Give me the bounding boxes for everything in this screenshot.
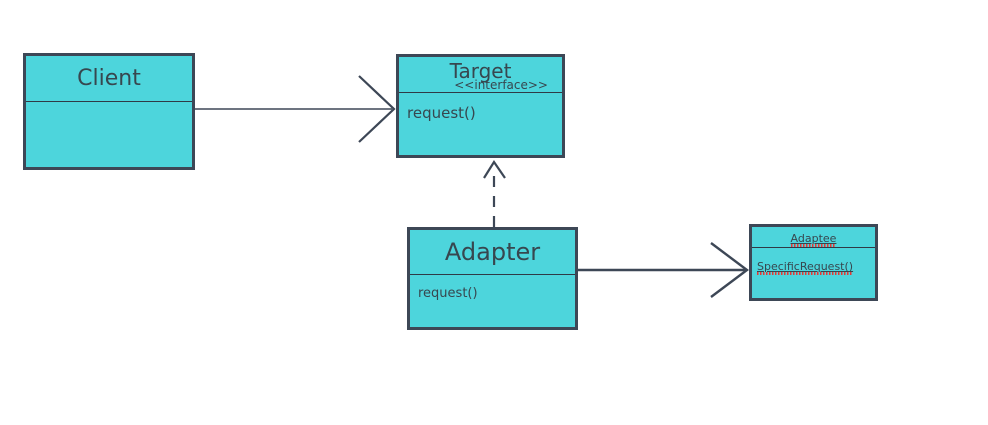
class-body-target: request() bbox=[399, 93, 562, 155]
class-member-target-request: request() bbox=[407, 104, 476, 122]
class-member-adapter-request: request() bbox=[418, 286, 478, 301]
class-member-adaptee-specificrequest: SpecificRequest() bbox=[757, 260, 854, 275]
open-arrowhead-icon bbox=[483, 159, 506, 179]
uml-class-client[interactable]: Client bbox=[23, 53, 195, 170]
class-body-adaptee: SpecificRequest() bbox=[752, 248, 875, 298]
class-header-client: Client bbox=[26, 56, 192, 102]
class-header-adaptee: Adaptee bbox=[752, 227, 875, 248]
class-name-client: Client bbox=[77, 66, 141, 91]
open-arrowhead-icon bbox=[710, 242, 749, 298]
uml-class-target[interactable]: Target <<interface>> request() bbox=[396, 54, 565, 158]
class-header-adapter: Adapter bbox=[410, 230, 575, 275]
connector-client-to-target bbox=[195, 75, 396, 143]
open-arrowhead-icon bbox=[358, 75, 396, 143]
class-name-adaptee: Adaptee bbox=[790, 232, 837, 247]
uml-class-adapter[interactable]: Adapter request() bbox=[407, 227, 578, 330]
connector-adapter-to-target bbox=[483, 159, 506, 227]
class-body-adapter: request() bbox=[410, 275, 575, 327]
class-body-client bbox=[26, 102, 192, 167]
connector-adapter-to-adaptee bbox=[578, 242, 749, 298]
class-name-adapter: Adapter bbox=[444, 238, 541, 266]
uml-class-adaptee[interactable]: Adaptee SpecificRequest() bbox=[749, 224, 878, 301]
class-name-target: Target bbox=[449, 59, 512, 83]
class-header-target: Target <<interface>> bbox=[399, 57, 562, 93]
class-stereotype-target: <<interface>> bbox=[454, 78, 548, 92]
